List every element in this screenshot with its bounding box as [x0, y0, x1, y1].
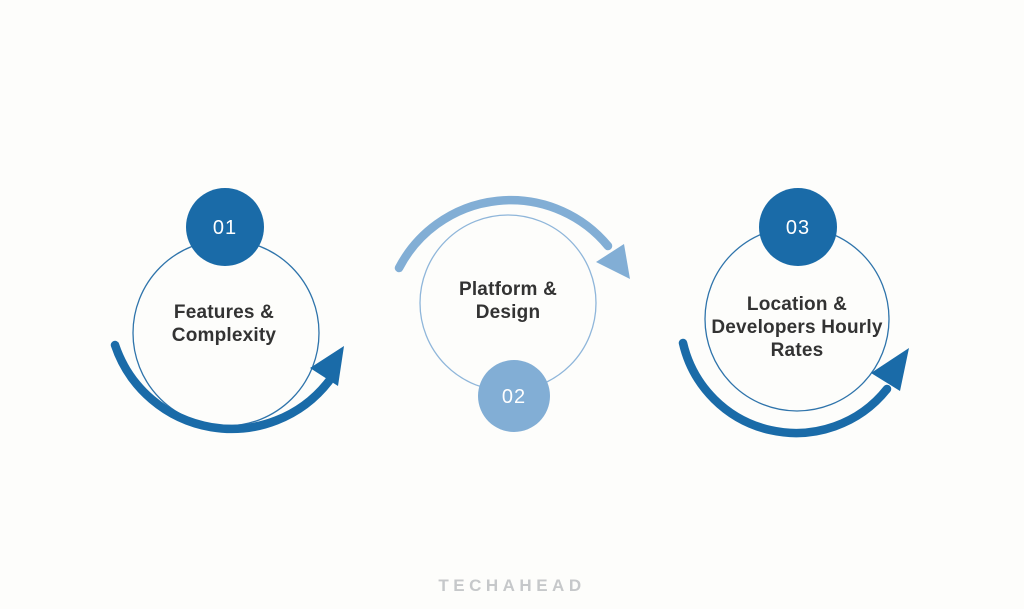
step-1-arc-arrow: [110, 340, 334, 434]
step-3-badge-circle: [759, 188, 837, 266]
step-2-platform-design: 02 Platform & Design: [358, 148, 658, 478]
step-1-badge: 01: [186, 188, 264, 266]
step-2-badge-circle: [478, 360, 550, 432]
step-1-label-line-2: Complexity: [171, 325, 277, 346]
step-3-label-line-3: Rates: [770, 340, 824, 361]
step-3-graphic: 03: [678, 188, 909, 438]
step-3-badge: 03: [759, 188, 837, 266]
step-1-label: Features & Complexity: [74, 301, 374, 347]
step-3-arrowhead-icon: [871, 348, 909, 391]
step-1-label-line-1: Features &: [173, 302, 275, 323]
step-3-label: Location & Developers Hourly Rates: [647, 293, 947, 362]
step-1-badge-circle: [186, 188, 264, 266]
step-3-number: 03: [786, 217, 810, 239]
step-3-label-line-1: Location &: [746, 294, 848, 315]
step-1-features-complexity: 01 Features & Complexity: [74, 148, 374, 478]
step-2-label: Platform & Design: [358, 278, 658, 324]
step-2-arrowhead-icon: [596, 244, 630, 279]
step-1-arrowhead-icon: [310, 346, 344, 386]
step-3-location-rates: 03 Location & Developers Hourly Rates: [647, 148, 947, 478]
step-2-label-line-2: Design: [475, 302, 541, 323]
step-2-badge: 02: [478, 360, 550, 432]
step-2-number: 02: [502, 386, 526, 408]
step-1-number: 01: [213, 217, 237, 239]
step-2-graphic: 02: [394, 195, 630, 432]
step-2-arc-arrow: [394, 195, 613, 273]
step-1-graphic: 01: [110, 188, 344, 434]
step-2-label-line-1: Platform &: [458, 279, 558, 300]
techahead-logo: TECHAHEAD: [438, 576, 586, 595]
step-3-label-line-2: Developers Hourly: [711, 317, 883, 338]
step-3-arc-arrow: [678, 338, 892, 438]
